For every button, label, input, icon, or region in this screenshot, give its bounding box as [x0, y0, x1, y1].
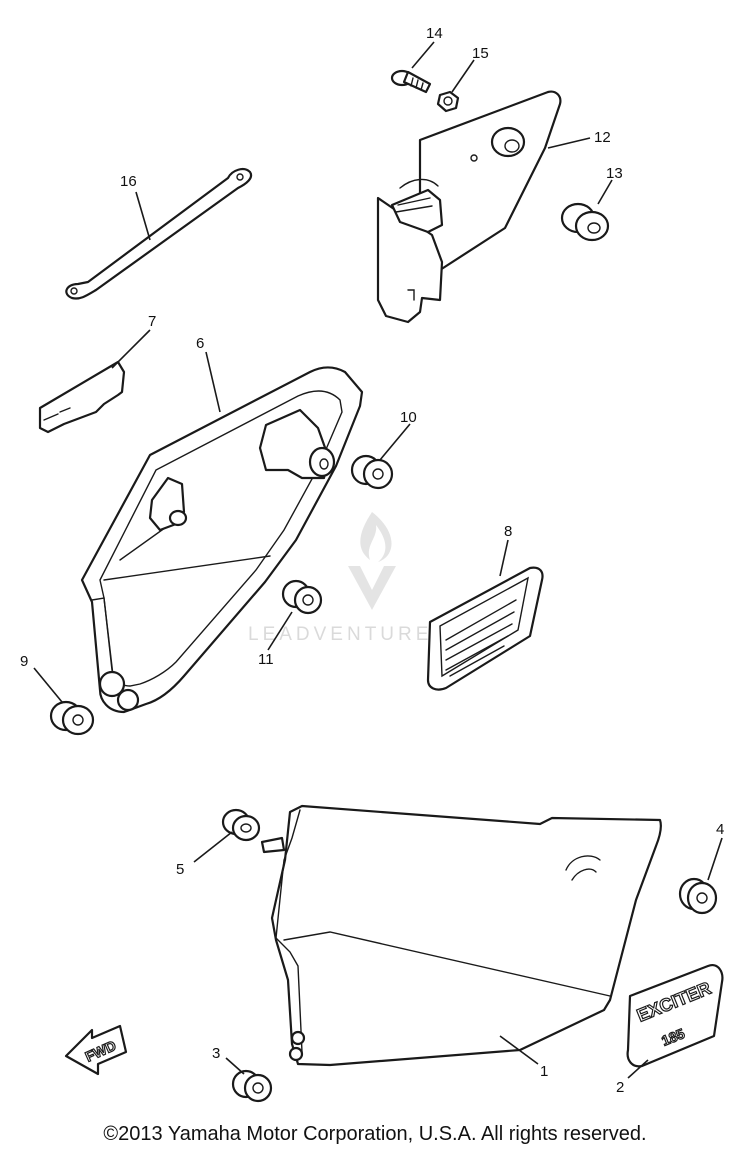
part-4-grommet: [678, 877, 718, 915]
callout-4: 4: [716, 821, 724, 838]
callout-14: 14: [426, 25, 443, 42]
fwd-arrow: FWD: [64, 1024, 128, 1076]
part-6-inner-panel: [80, 366, 364, 714]
part-15-nut: [436, 90, 460, 113]
part-12-bracket: [376, 90, 562, 324]
callout-5: 5: [176, 861, 184, 878]
part-8-pad: [426, 566, 544, 691]
copyright-text: ©2013 Yamaha Motor Corporation, U.S.A. A…: [103, 1123, 647, 1145]
part-14-bolt: [390, 69, 432, 94]
watermark: LEADVENTURE: [248, 512, 432, 645]
part-1-side-cover: [260, 804, 662, 1067]
watermark-text: LEADVENTURE: [248, 624, 432, 645]
callout-11: 11: [258, 651, 274, 668]
part-16-strap: [65, 168, 253, 300]
part-3-grommet: [231, 1069, 273, 1103]
callout-16: 16: [120, 173, 137, 190]
callout-10: 10: [400, 409, 417, 426]
callout-7: 7: [148, 313, 156, 330]
callout-13: 13: [606, 165, 623, 182]
callout-3: 3: [212, 1045, 220, 1062]
part-13-grommet: [560, 202, 610, 242]
part-11-grommet: [281, 579, 323, 615]
callout-8: 8: [504, 523, 512, 540]
callout-15: 15: [472, 45, 489, 62]
callout-9: 9: [20, 653, 28, 670]
part-7-label: [38, 360, 126, 434]
part-2-emblem: EXCITER 185: [626, 964, 724, 1068]
callout-labels: 14 15 12 13 16 7 6 10 8 11 9 5 4 3 1 2: [20, 25, 724, 1096]
part-5-grommet: [221, 808, 261, 842]
part-9-grommet: [49, 700, 95, 736]
callout-1: 1: [540, 1063, 548, 1080]
leader-lines: [33, 41, 723, 1079]
callout-2: 2: [616, 1079, 624, 1096]
callout-6: 6: [196, 335, 204, 352]
part-10-grommet: [350, 454, 394, 490]
callout-12: 12: [594, 129, 611, 146]
